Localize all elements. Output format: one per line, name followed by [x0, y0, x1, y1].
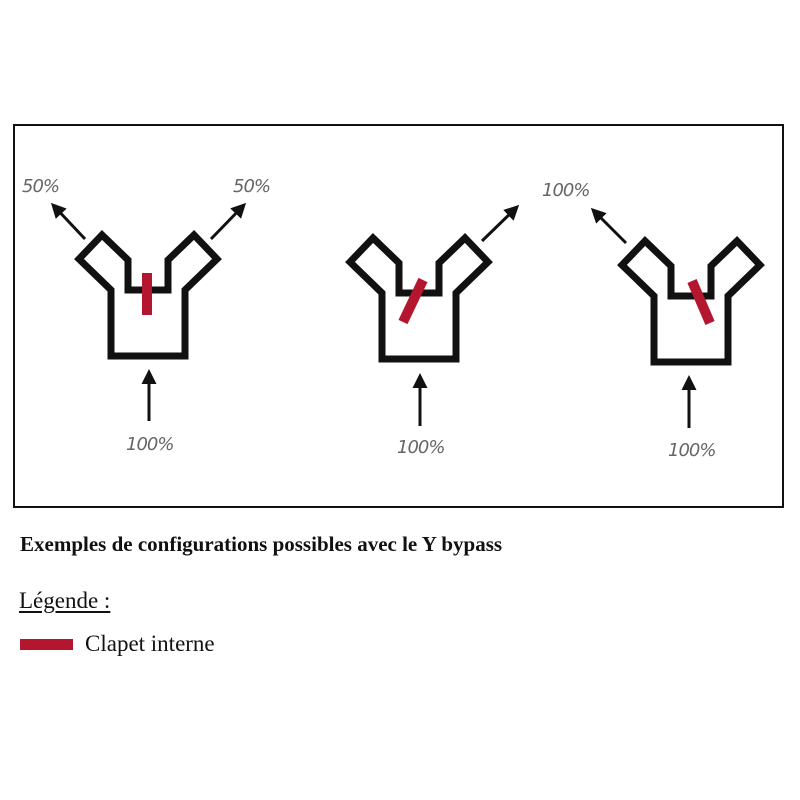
- y-bypass-diagram: 50% 50% 100% 100% 100% 100%: [22, 176, 782, 461]
- figure-caption: Exemples de configurations possibles ave…: [20, 532, 503, 556]
- config-left-bypass: 100%: [590, 207, 760, 461]
- y-bypass-body-3: [622, 241, 760, 362]
- output-arrow-left-1: [50, 202, 87, 241]
- config-split: 50% 50% 100%: [22, 176, 271, 455]
- diagram-frame: 50% 50% 100% 100% 100% 100%: [13, 124, 784, 508]
- output-arrow-right-2: [480, 204, 520, 243]
- input-label-1: 100%: [126, 434, 173, 455]
- input-label-3: 100%: [668, 440, 715, 461]
- output-label-2: 100%: [542, 180, 589, 201]
- output-arrow-left-3: [590, 207, 628, 245]
- legend-item: Clapet interne: [20, 630, 215, 658]
- internal-valve-3: [687, 279, 715, 325]
- config-right-bypass: 100% 100%: [350, 180, 590, 458]
- output-label-left-1: 50%: [22, 176, 59, 197]
- legend-title: Légende :: [19, 588, 111, 613]
- legend-item-label: Clapet interne: [85, 631, 215, 656]
- output-arrow-right-1: [209, 202, 247, 241]
- input-label-2: 100%: [397, 437, 444, 458]
- output-label-right-1: 50%: [233, 176, 270, 197]
- internal-valve-1: [142, 273, 152, 315]
- internal-valve-2: [398, 277, 428, 325]
- legend-swatch-valve: [20, 638, 73, 650]
